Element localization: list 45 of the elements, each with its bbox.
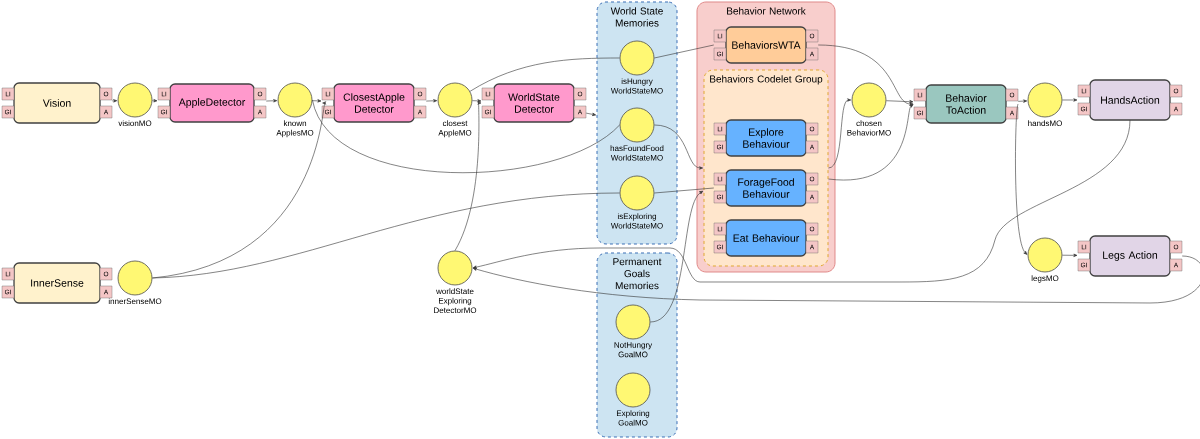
circle-label: known ApplesMO (276, 120, 314, 138)
codelet-box: HandsAction (1089, 79, 1171, 121)
arrow (886, 100, 914, 104)
circle-label: NotHungry GoalMO (614, 342, 653, 358)
arrow (425, 99, 438, 103)
arrow (817, 44, 914, 106)
arrow (654, 124, 703, 170)
codelet-box: Vision (13, 82, 101, 124)
circle-label: legsMO (1031, 275, 1059, 283)
arrow (152, 99, 158, 103)
codelet-box: Eat Behaviour (725, 219, 807, 257)
codelet-box: Legs Action (1089, 235, 1171, 277)
arrow (111, 99, 118, 103)
circle-label: visionMO (118, 120, 152, 127)
circle-label: isHungry WorldStateMO (610, 78, 663, 94)
codelet-box: Explore Behaviour (725, 119, 807, 157)
circle-label: isExploring WorldStateMO (610, 213, 663, 229)
arrow (454, 101, 482, 251)
codelet-box: BehaviorsWTA (725, 26, 807, 64)
codelet-box: AppleDetector (169, 83, 255, 123)
codelet-box: Behavior ToAction (925, 84, 1007, 124)
circle-label: worldState Exploring DetectorMO (434, 288, 477, 314)
circle-label: innerSenseMO (108, 298, 162, 305)
arrow (1017, 99, 1028, 103)
arrow (1015, 103, 1028, 255)
arrow (1062, 253, 1078, 257)
arrow (828, 98, 852, 169)
arrow (828, 104, 914, 181)
circle-label: Exploring GoalMO (617, 410, 650, 426)
codelet-box: WorldState Detector (493, 83, 575, 123)
arrow (472, 119, 1131, 283)
circle-label: handsMO (1028, 120, 1062, 127)
arrow (1062, 98, 1078, 102)
circle-label: closest AppleMO (438, 120, 472, 138)
arrow (312, 99, 322, 103)
codelet-box: ForageFood Behaviour (725, 169, 807, 207)
arrow (585, 112, 596, 116)
codelet-box: InnerSense (13, 262, 101, 304)
arrow (472, 255, 1200, 304)
arrow (650, 190, 704, 323)
codelet-box: ClosestApple Detector (333, 83, 415, 123)
arrow (265, 99, 278, 103)
circle-label: chosen BehaviorMO (847, 120, 891, 136)
circle-label: hasFoundFood WorldStateMO (610, 145, 664, 161)
arrow (472, 99, 482, 103)
